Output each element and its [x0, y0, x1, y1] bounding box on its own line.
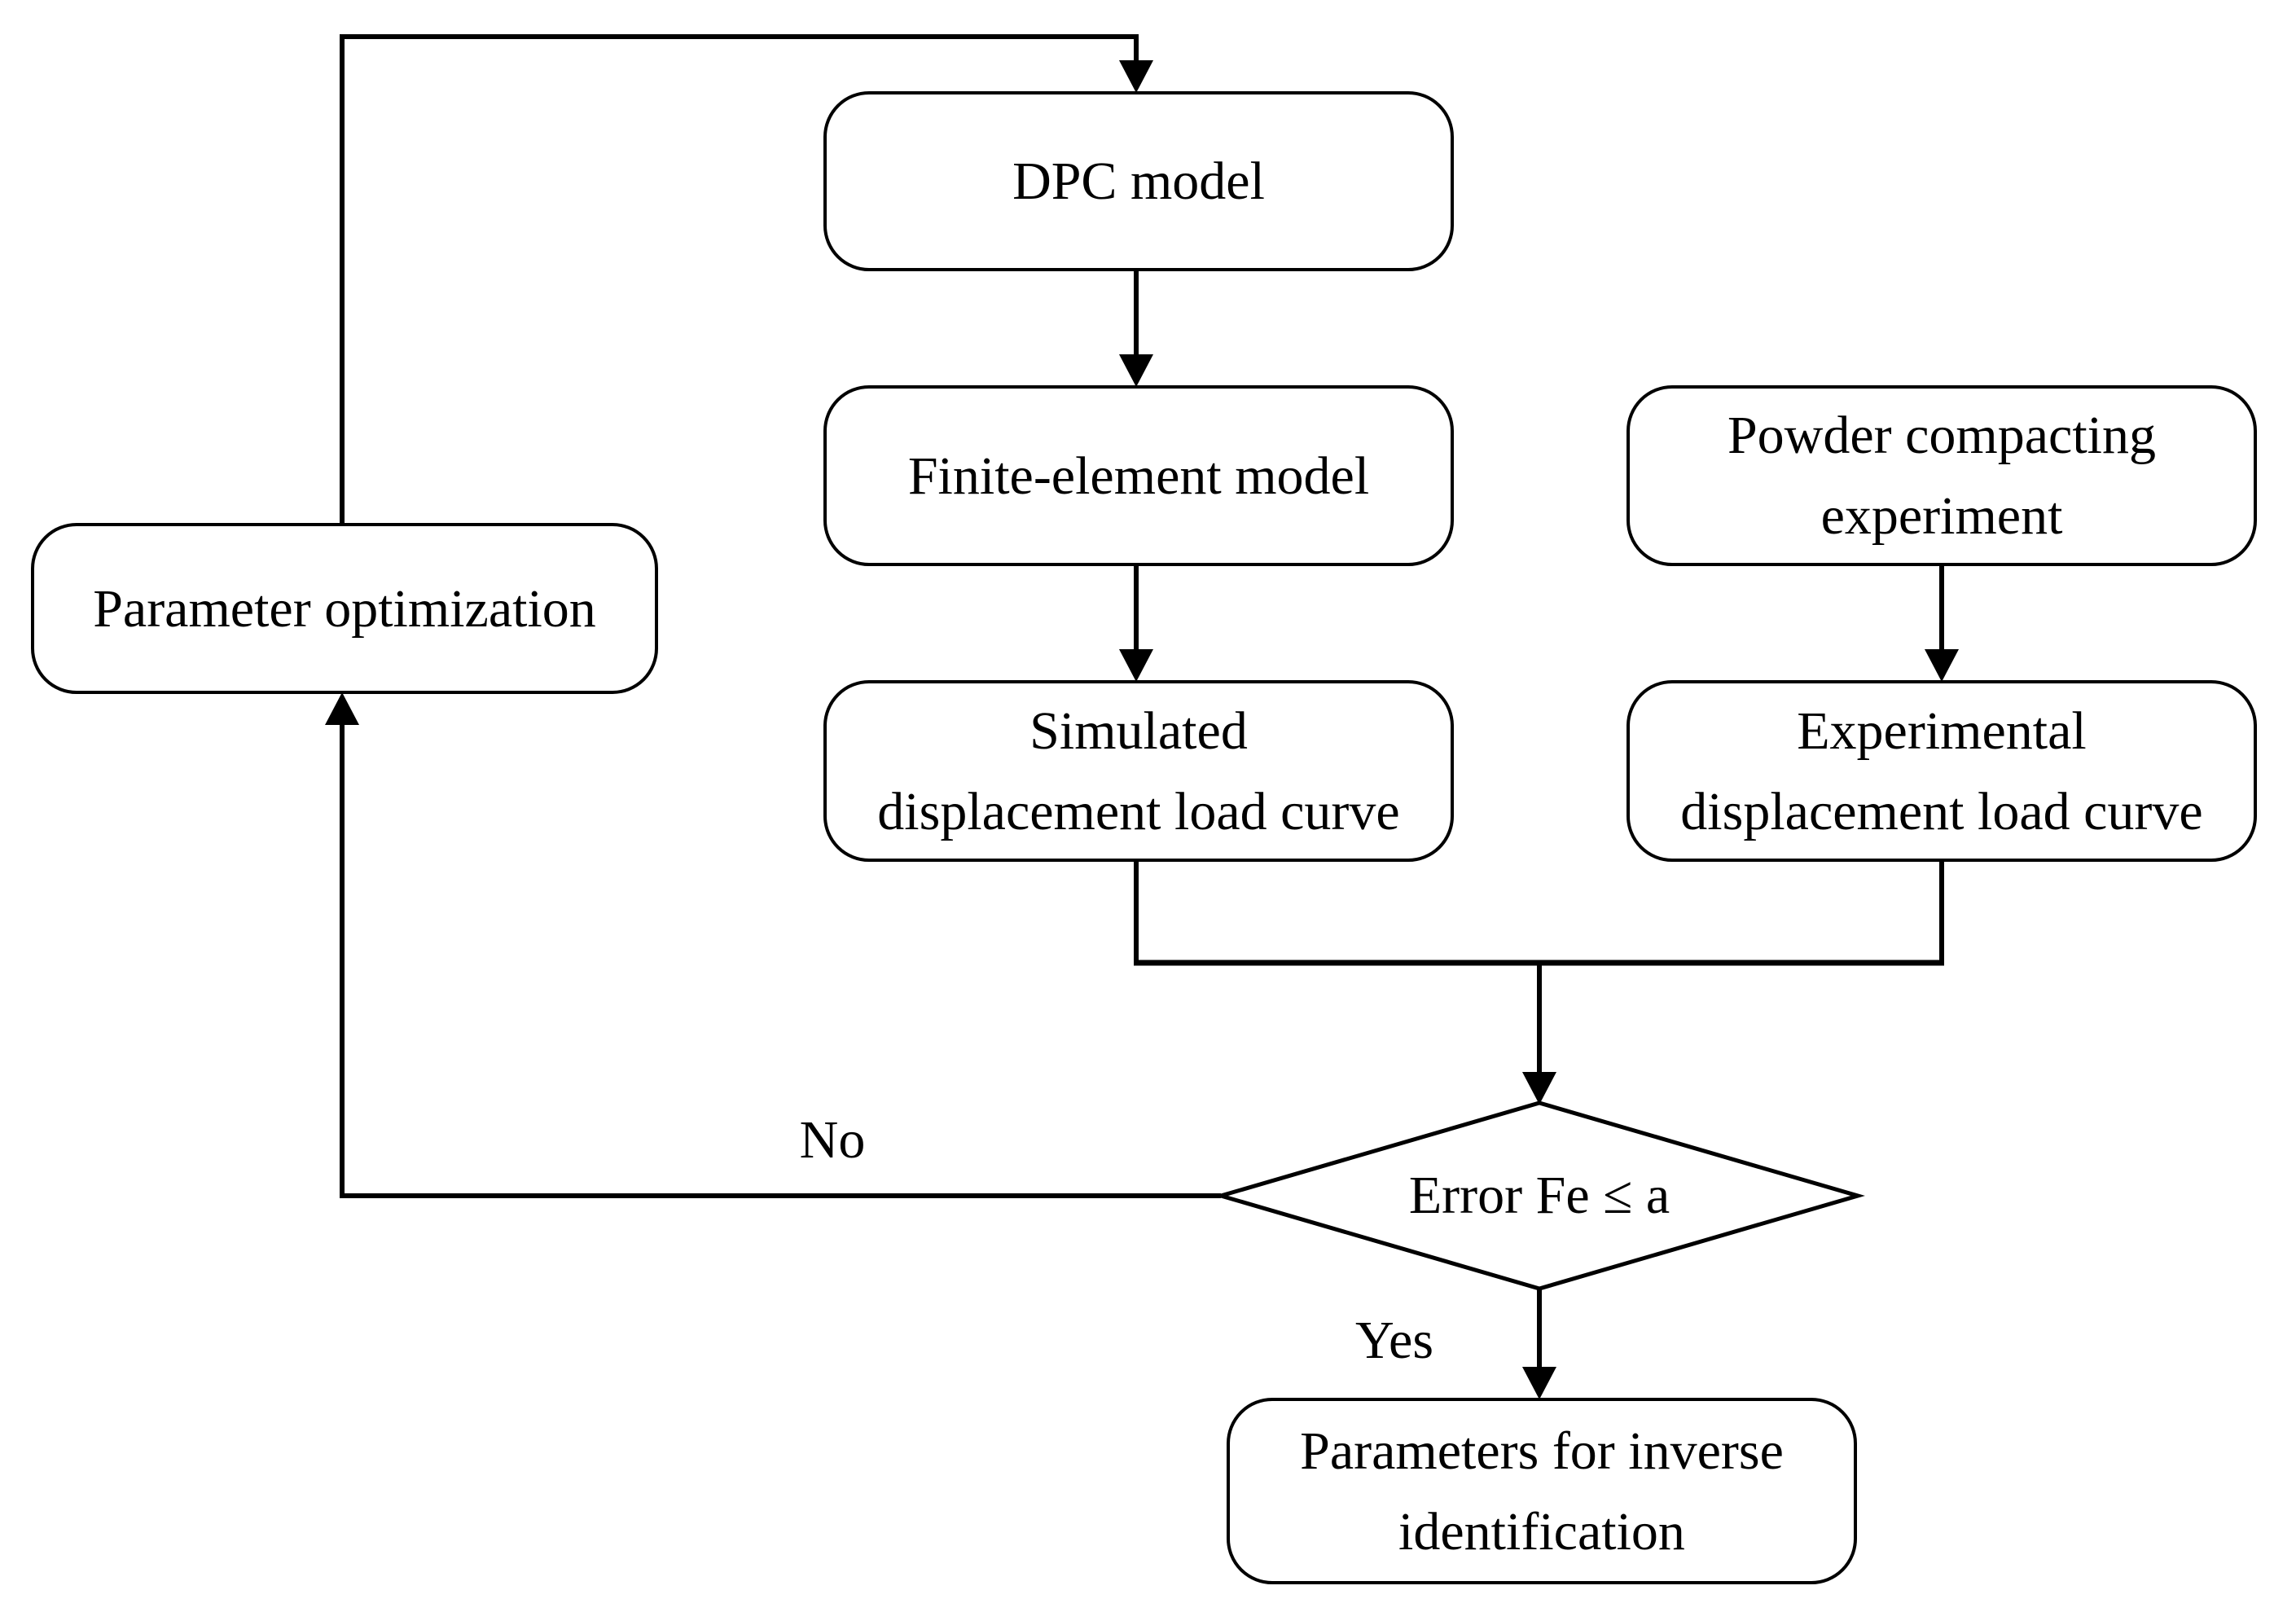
node-label-line2: identification — [1398, 1501, 1685, 1561]
node-parameter-optimization: Parameter optimization — [31, 523, 658, 694]
arrowhead-into-sim — [1119, 649, 1153, 682]
node-experimental-displacement-load-curve: Experimental displacement load curve — [1627, 680, 2257, 862]
node-label-line1: Parameters for inverse — [1300, 1421, 1784, 1481]
node-label-line2: displacement load curve — [877, 781, 1400, 841]
node-finite-element-model: Finite-element model — [823, 385, 1454, 566]
arrowhead-into-param — [325, 692, 359, 725]
arrowhead-into-dpc — [1119, 60, 1153, 93]
node-label-line1: Powder compacting — [1727, 406, 2157, 465]
edge-label-no-text: No — [799, 1110, 866, 1170]
node-label: Parameter optimization — [93, 578, 596, 639]
edge-label-no: No — [751, 1100, 914, 1181]
node-label-line1: Experimental — [1797, 701, 2087, 761]
arrowhead-into-result — [1522, 1367, 1556, 1399]
edge-label-yes-text: Yes — [1354, 1311, 1434, 1370]
edge-label-yes: Yes — [1297, 1300, 1492, 1381]
arrowhead-into-fem — [1119, 354, 1153, 387]
node-label-line2: displacement load curve — [1680, 781, 2203, 841]
node-simulated-displacement-load-curve: Simulated displacement load curve — [823, 680, 1454, 862]
node-label-line1: Simulated — [1029, 701, 1248, 761]
node-label: DPC model — [1012, 152, 1265, 211]
edge-no-loop — [340, 723, 1221, 1198]
node-parameters-for-inverse-identification: Parameters for inverse identification — [1227, 1398, 1857, 1584]
node-powder-compacting-experiment: Powder compacting experiment — [1627, 385, 2257, 566]
decision-label-text: Error Fe ≤ a — [1408, 1166, 1670, 1225]
arrowhead-into-decision — [1522, 1072, 1556, 1105]
decision-label: Error Fe ≤ a — [1221, 1103, 1858, 1289]
node-label-line2: experiment — [1820, 486, 2063, 546]
arrowhead-into-exp — [1925, 649, 1959, 682]
node-label: Finite-element model — [907, 446, 1370, 506]
node-dpc-model: DPC model — [823, 91, 1454, 271]
edge-param-to-dpc — [340, 34, 1139, 523]
